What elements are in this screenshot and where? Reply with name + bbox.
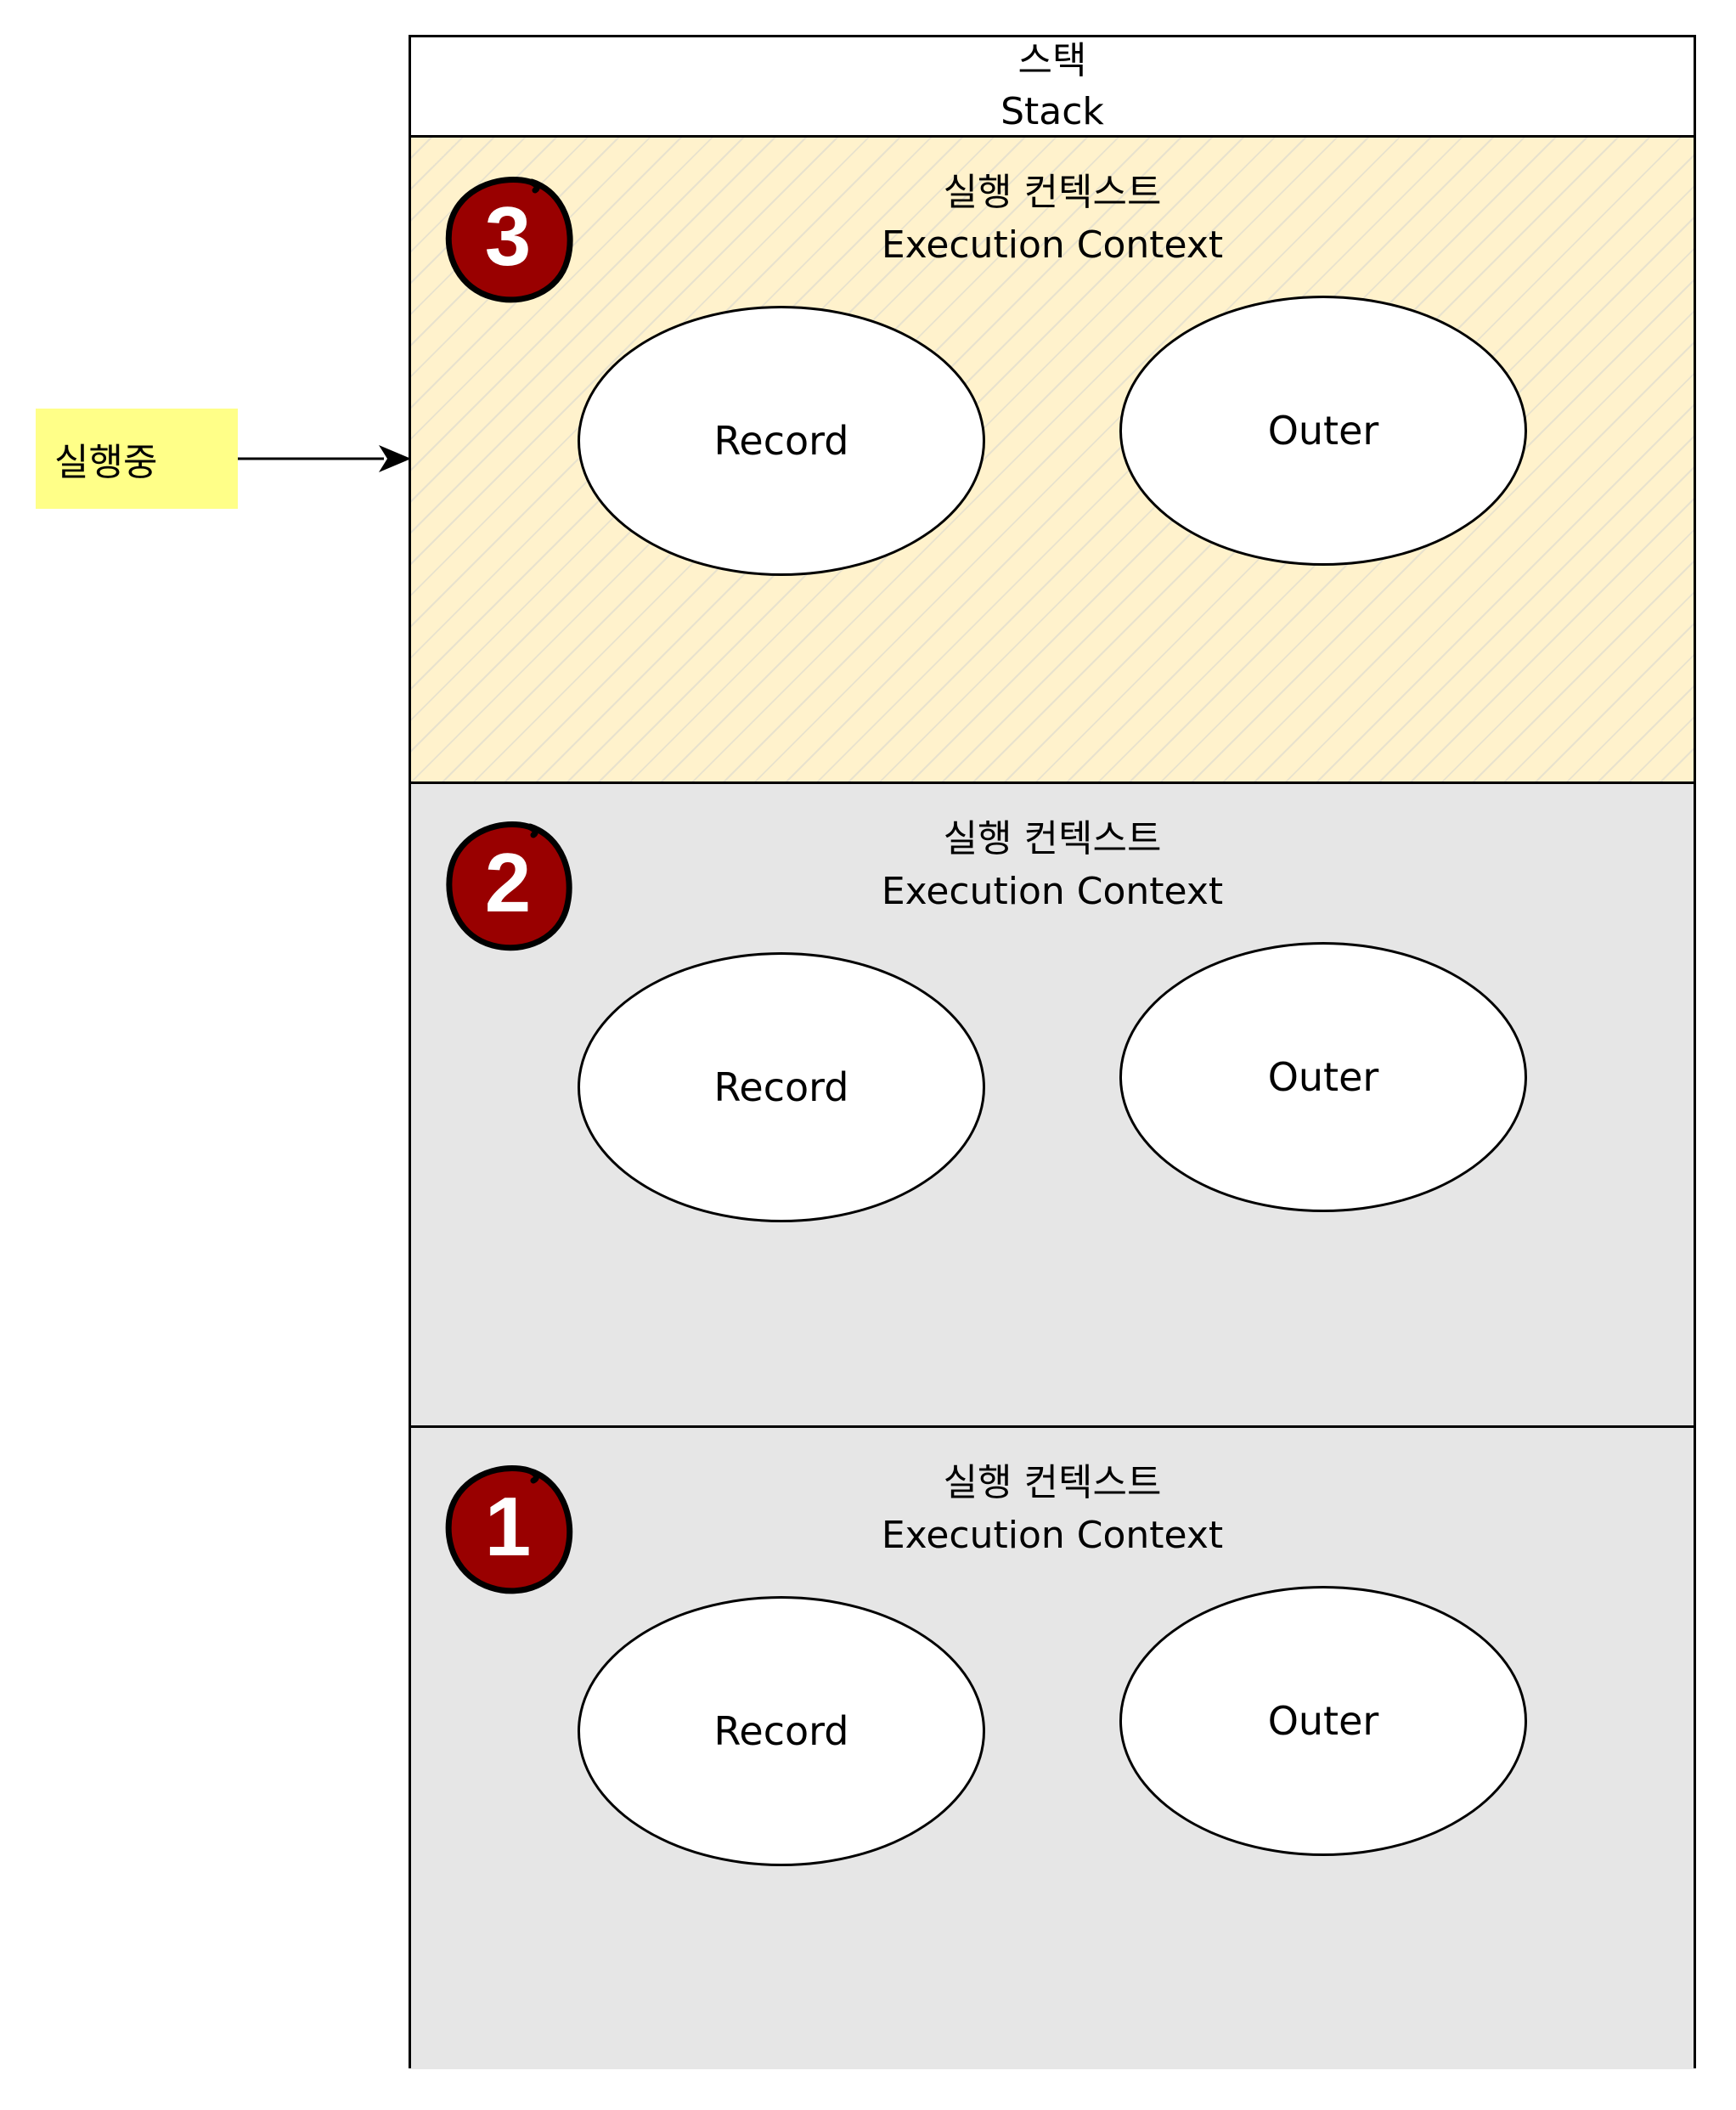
record-label: Record bbox=[713, 418, 849, 464]
context-title-en: Execution Context bbox=[881, 870, 1224, 913]
context-number: 2 bbox=[484, 835, 532, 929]
context-title: 실행 컨텍스트 Execution Context bbox=[411, 166, 1694, 272]
execution-context-3: 3 실행 컨텍스트 Execution Context Record Outer bbox=[411, 138, 1694, 781]
record-ellipse: Record bbox=[578, 1596, 985, 1866]
stack-title-ko: 스택 bbox=[1017, 38, 1087, 82]
outer-label: Outer bbox=[1267, 1698, 1379, 1744]
outer-label: Outer bbox=[1267, 1054, 1379, 1100]
running-arrow bbox=[238, 445, 411, 472]
outer-ellipse: Outer bbox=[1119, 296, 1527, 566]
record-label: Record bbox=[713, 1064, 849, 1110]
running-note-label: 실행중 bbox=[54, 441, 158, 484]
running-note: 실행중 bbox=[36, 409, 238, 509]
context-title-en: Execution Context bbox=[881, 223, 1224, 267]
outer-label: Outer bbox=[1267, 408, 1379, 454]
context-number-badge: 2 bbox=[440, 815, 576, 951]
execution-context-1: 1 실행 컨텍스트 Execution Context Record Outer bbox=[411, 1425, 1694, 2069]
context-number-badge: 1 bbox=[440, 1458, 576, 1594]
context-number: 3 bbox=[484, 189, 532, 283]
context-title-ko: 실행 컨텍스트 bbox=[943, 817, 1162, 860]
record-ellipse: Record bbox=[578, 952, 985, 1222]
stack-title-en: Stack bbox=[1000, 89, 1104, 133]
stack-header: 스택 Stack bbox=[411, 37, 1694, 138]
execution-context-2: 2 실행 컨텍스트 Execution Context Record Outer bbox=[411, 781, 1694, 1425]
context-title-en: Execution Context bbox=[881, 1514, 1224, 1557]
call-stack: 스택 Stack 3 실행 컨텍스트 Execution Context Rec… bbox=[409, 35, 1696, 2069]
outer-ellipse: Outer bbox=[1119, 1586, 1527, 1856]
record-label: Record bbox=[713, 1708, 849, 1754]
context-title-ko: 실행 컨텍스트 bbox=[943, 1461, 1162, 1504]
record-ellipse: Record bbox=[578, 306, 985, 576]
context-title: 실행 컨텍스트 Execution Context bbox=[411, 813, 1694, 918]
outer-ellipse: Outer bbox=[1119, 942, 1527, 1212]
context-number: 1 bbox=[484, 1479, 532, 1573]
context-number-badge: 3 bbox=[440, 168, 576, 304]
context-title-ko: 실행 컨텍스트 bbox=[943, 171, 1162, 214]
context-title: 실행 컨텍스트 Execution Context bbox=[411, 1457, 1694, 1562]
